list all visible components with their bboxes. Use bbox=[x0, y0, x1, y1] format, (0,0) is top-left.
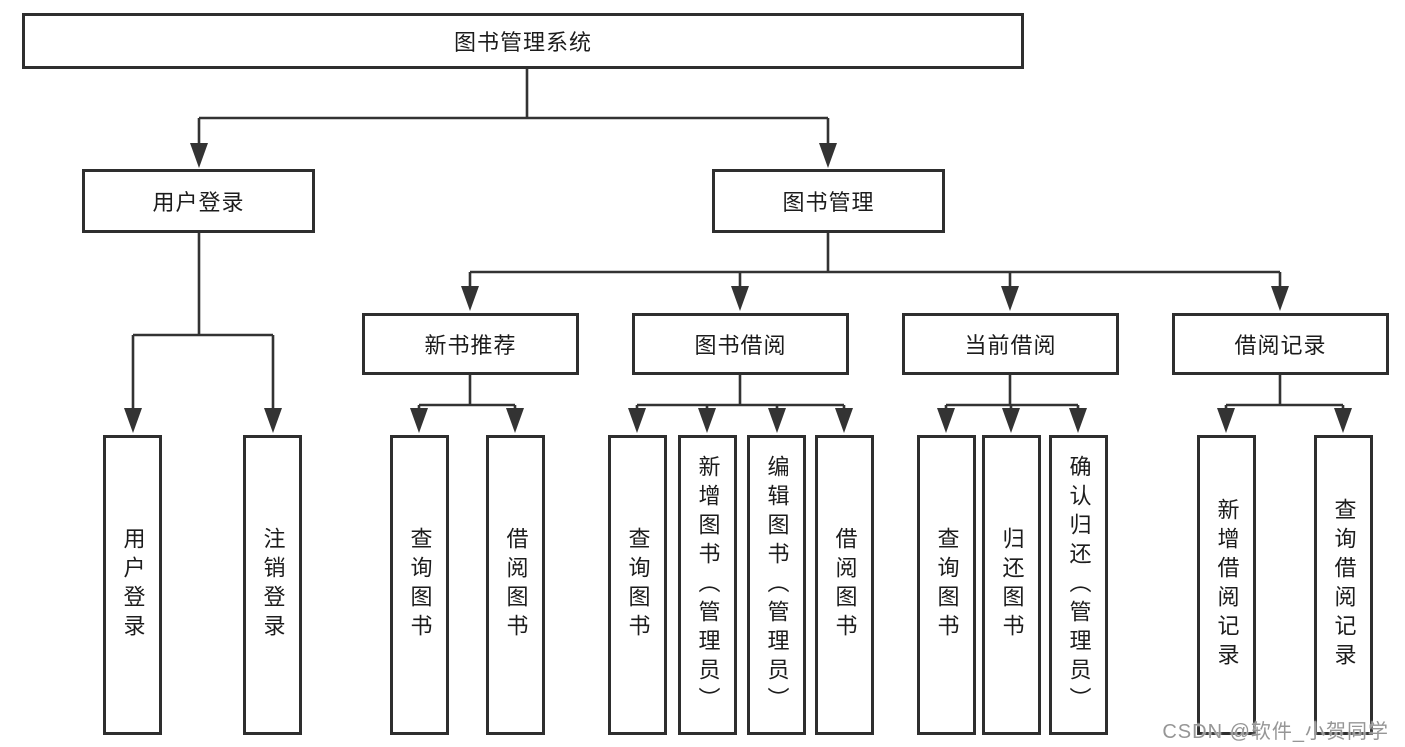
leaf-query-borrow-record-label: 查询借阅记录 bbox=[1331, 498, 1357, 672]
leaf-user-login-label: 用户登录 bbox=[120, 527, 146, 643]
leaf-edit-book-admin-label: 编辑图书（管理员） bbox=[764, 454, 790, 716]
node-book-borrow: 图书借阅 bbox=[632, 313, 849, 375]
leaf-borrow-books-label: 借阅图书 bbox=[832, 527, 858, 643]
leaf-recommend-borrow-books: 借阅图书 bbox=[486, 435, 545, 735]
node-new-book-recommend-label: 新书推荐 bbox=[424, 333, 517, 358]
leaf-borrow-query-books: 查询图书 bbox=[608, 435, 667, 735]
leaf-confirm-return-admin-label: 确认归还（管理员） bbox=[1066, 454, 1092, 716]
node-book-management-label: 图书管理 bbox=[782, 190, 875, 215]
leaf-query-borrow-record: 查询借阅记录 bbox=[1314, 435, 1373, 735]
leaf-current-query-books-label: 查询图书 bbox=[934, 527, 960, 643]
node-root-label: 图书管理系统 bbox=[453, 30, 592, 55]
leaf-recommend-query-books-label: 查询图书 bbox=[407, 527, 433, 643]
node-root: 图书管理系统 bbox=[22, 13, 1024, 69]
leaf-return-books: 归还图书 bbox=[982, 435, 1041, 735]
node-user-login: 用户登录 bbox=[82, 169, 315, 233]
leaf-add-book-admin-label: 新增图书（管理员） bbox=[695, 454, 721, 716]
node-book-borrow-label: 图书借阅 bbox=[694, 333, 787, 358]
node-borrow-records: 借阅记录 bbox=[1172, 313, 1389, 375]
leaf-current-query-books: 查询图书 bbox=[917, 435, 976, 735]
leaf-user-login: 用户登录 bbox=[103, 435, 162, 735]
leaf-borrow-books: 借阅图书 bbox=[815, 435, 874, 735]
leaf-add-book-admin: 新增图书（管理员） bbox=[678, 435, 737, 735]
node-current-borrow-label: 当前借阅 bbox=[964, 333, 1057, 358]
leaf-add-borrow-record: 新增借阅记录 bbox=[1197, 435, 1256, 735]
arrowheads bbox=[124, 143, 1352, 433]
leaf-add-borrow-record-label: 新增借阅记录 bbox=[1214, 498, 1240, 672]
leaf-recommend-query-books: 查询图书 bbox=[390, 435, 449, 735]
leaf-logout-login: 注销登录 bbox=[243, 435, 302, 735]
node-current-borrow: 当前借阅 bbox=[902, 313, 1119, 375]
node-borrow-records-label: 借阅记录 bbox=[1234, 333, 1327, 358]
watermark: CSDN @软件_小贺同学 bbox=[1162, 721, 1389, 743]
leaf-confirm-return-admin: 确认归还（管理员） bbox=[1049, 435, 1108, 735]
leaf-borrow-query-books-label: 查询图书 bbox=[625, 527, 651, 643]
node-user-login-label: 用户登录 bbox=[152, 190, 245, 215]
leaf-logout-login-label: 注销登录 bbox=[260, 527, 286, 643]
leaf-recommend-borrow-books-label: 借阅图书 bbox=[503, 527, 529, 643]
node-book-management: 图书管理 bbox=[712, 169, 945, 233]
node-new-book-recommend: 新书推荐 bbox=[362, 313, 579, 375]
leaf-return-books-label: 归还图书 bbox=[999, 527, 1025, 643]
leaf-edit-book-admin: 编辑图书（管理员） bbox=[747, 435, 806, 735]
